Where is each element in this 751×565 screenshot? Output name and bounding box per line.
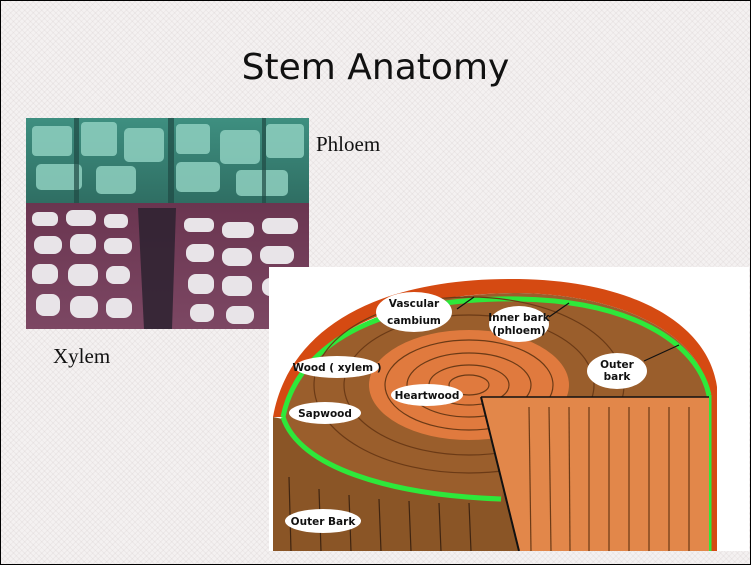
label-inner-bark-2: (phloem)	[492, 325, 545, 337]
label-vascular-cambium-1: Vascular	[389, 298, 440, 310]
phloem-label: Phloem	[316, 132, 380, 157]
label-inner-bark-1: Inner bark	[488, 312, 551, 324]
micrograph-image	[26, 118, 309, 329]
label-sapwood: Sapwood	[298, 408, 352, 420]
label-outer-bark-right-1: Outer	[600, 359, 635, 371]
label-outer-bark-right-2: bark	[604, 371, 632, 383]
slide-title: Stem Anatomy	[1, 47, 750, 88]
label-heartwood: Heartwood	[395, 390, 460, 402]
label-outer-bark-bottom: Outer Bark	[291, 516, 357, 528]
label-vascular-cambium-2: cambium	[387, 315, 441, 327]
tree-stump-diagram: Vascular cambium Inner bark (phloem) Out…	[269, 267, 749, 551]
label-wood-xylem: Wood ( xylem )	[293, 362, 382, 374]
xylem-label: Xylem	[53, 344, 110, 369]
